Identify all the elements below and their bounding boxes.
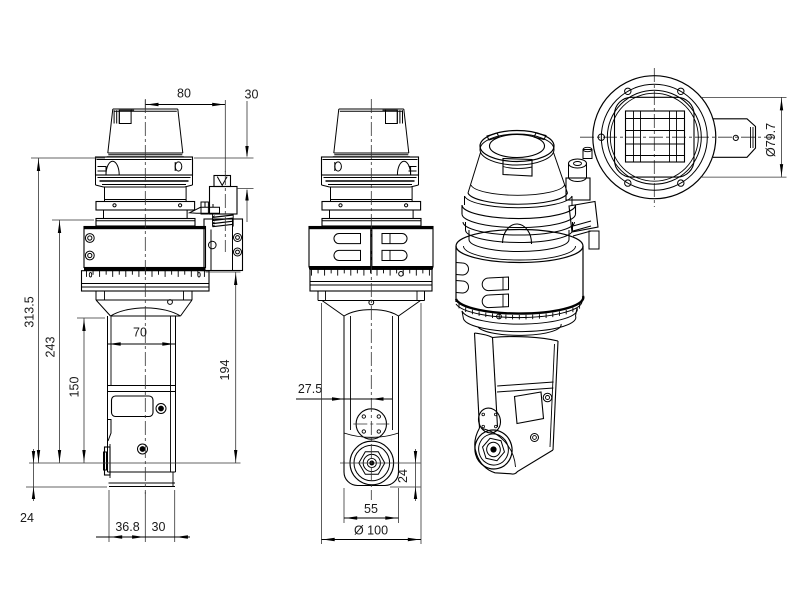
svg-text:194: 194 xyxy=(218,360,232,381)
svg-text:27.5: 27.5 xyxy=(298,382,322,396)
svg-text:24: 24 xyxy=(396,469,410,483)
svg-text:150: 150 xyxy=(68,377,82,398)
svg-text:Ø 100: Ø 100 xyxy=(354,524,388,538)
svg-text:30: 30 xyxy=(245,88,259,102)
svg-text:30: 30 xyxy=(152,520,166,534)
svg-text:36.8: 36.8 xyxy=(115,520,139,534)
svg-text:80: 80 xyxy=(177,87,191,101)
svg-text:313.5: 313.5 xyxy=(23,296,37,327)
svg-text:70: 70 xyxy=(133,326,147,340)
svg-text:243: 243 xyxy=(44,337,58,358)
svg-text:Ø79.7: Ø79.7 xyxy=(764,123,778,157)
svg-text:55: 55 xyxy=(364,502,378,516)
svg-text:24: 24 xyxy=(20,511,34,525)
